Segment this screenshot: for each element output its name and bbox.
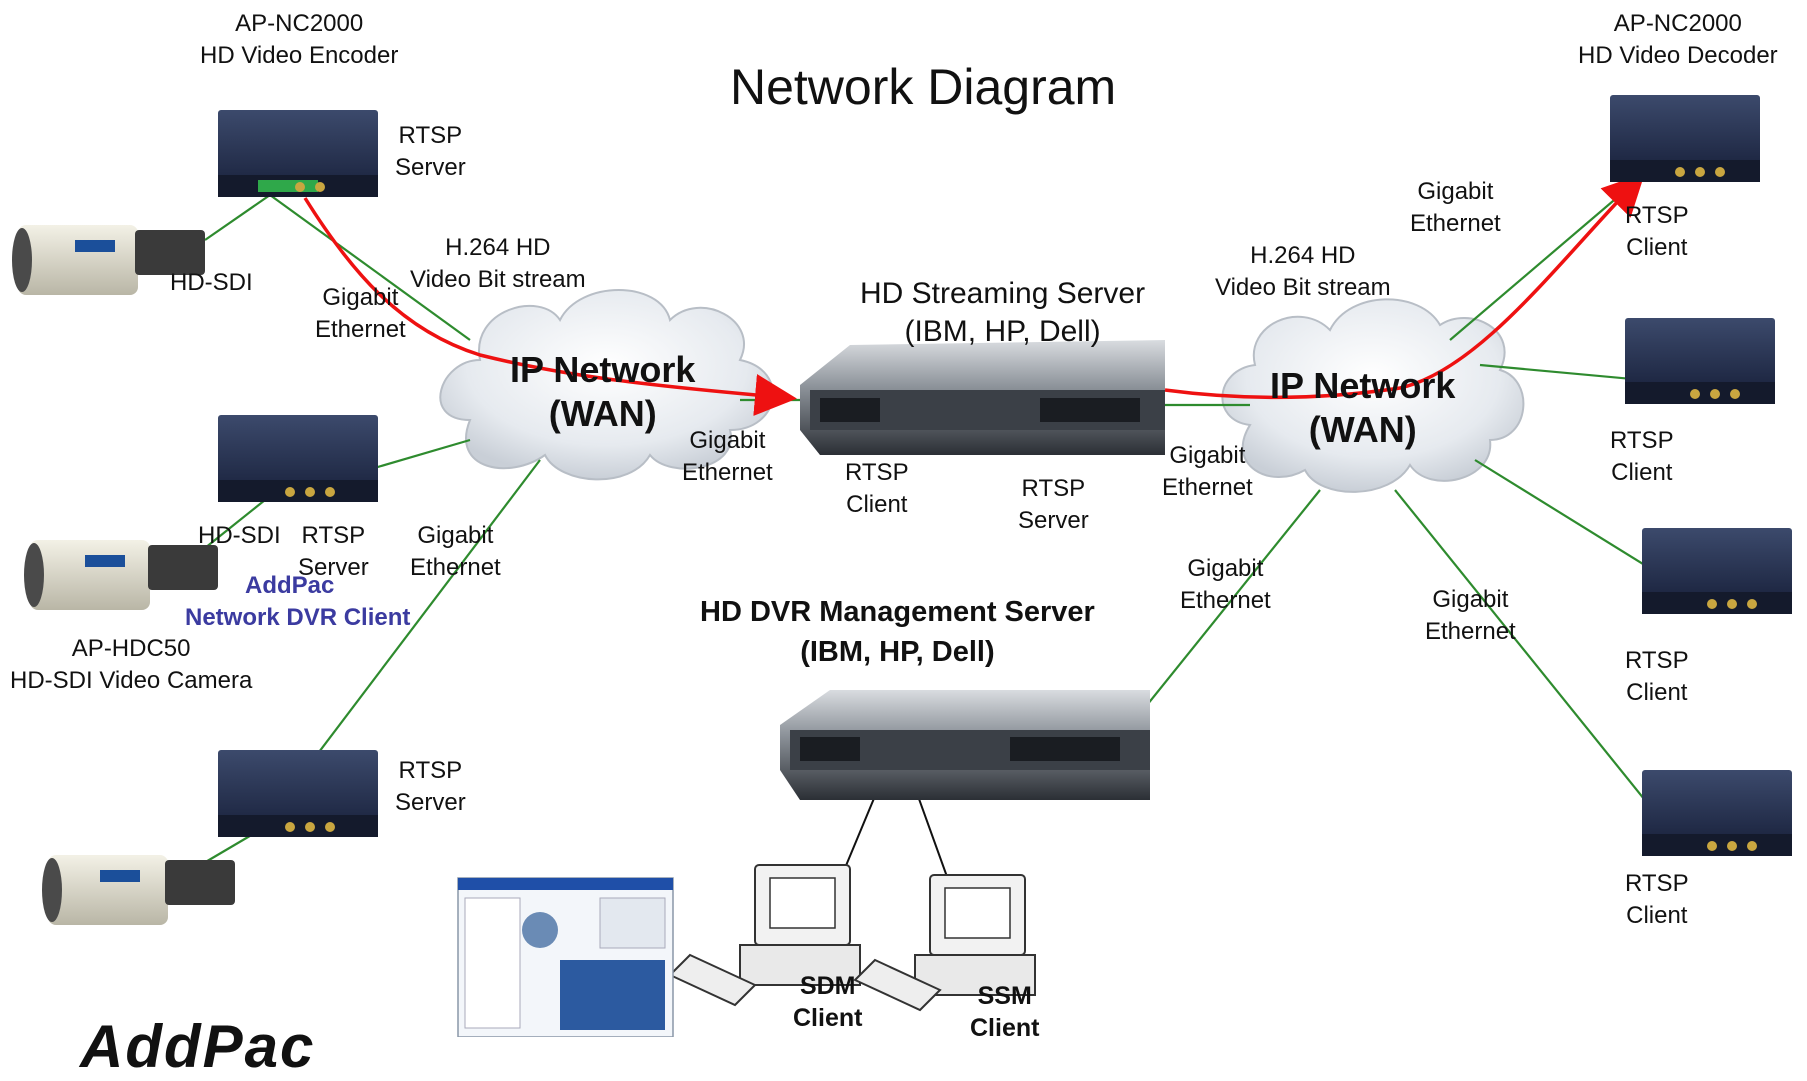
diagram-title: Network Diagram (730, 59, 1117, 115)
ssm-client-pc (853, 874, 1036, 1012)
hd-sdi-label-2: HD-SDI (198, 522, 281, 549)
camera-2 (24, 540, 218, 610)
wan-left-label: IP Network(WAN) (510, 349, 696, 434)
sdm-client-pc (668, 864, 861, 1007)
link-wan-decoder4 (1394, 489, 1666, 826)
wan-cloud-right (1221, 298, 1525, 493)
streaming-server (800, 340, 1165, 455)
decoder-device-3 (1642, 528, 1792, 614)
hd-sdi-label-1: HD-SDI (170, 269, 253, 296)
decoder-device-2 (1625, 318, 1775, 404)
stream-left (303, 197, 797, 416)
decoder-device-1 (1610, 95, 1760, 182)
dvr-client-screenshot (457, 877, 674, 1037)
link-encoder1-wan (269, 194, 471, 341)
encoder-device-2 (218, 415, 378, 502)
encoder-device-3 (218, 750, 378, 837)
wan-right-label: IP Network(WAN) (1270, 365, 1456, 450)
camera-3 (42, 855, 235, 925)
streaming-server-label: HD Streaming Server(IBM, HP, Dell) (860, 277, 1146, 348)
decoder-device-4 (1642, 770, 1792, 856)
dvr-management-server (780, 690, 1150, 800)
stream-right (1164, 172, 1645, 399)
dvr-server-label: HD DVR Management Server(IBM, HP, Dell) (700, 596, 1095, 668)
wan-cloud-left (439, 289, 774, 481)
addpac-logo: AddPac (80, 1013, 316, 1080)
link-camera1-encoder1 (204, 194, 271, 241)
network-diagram-canvas (12, 95, 1792, 1037)
link-dvrserver-wan (1134, 489, 1321, 721)
gigabit-links (174, 177, 1686, 881)
encoder-device-1 (218, 110, 378, 197)
camera-1 (12, 225, 205, 295)
video-stream-paths (303, 172, 1645, 416)
